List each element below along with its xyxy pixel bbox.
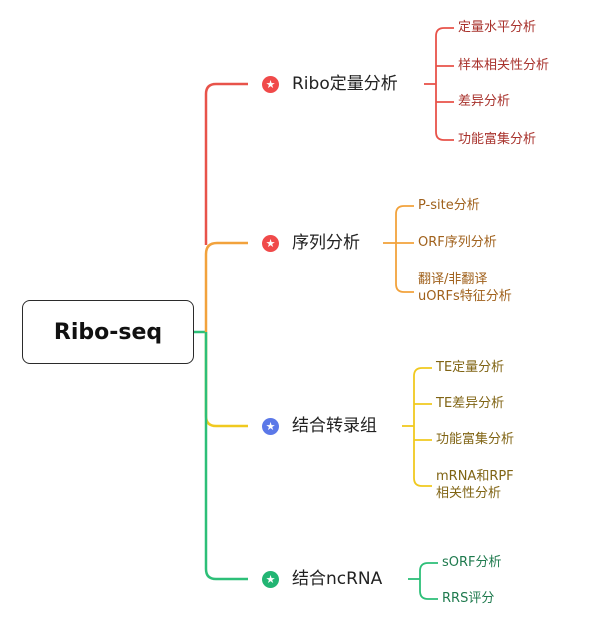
leaf-ncrna-1[interactable]: sORF分析 bbox=[442, 555, 502, 570]
root-label: Ribo-seq bbox=[53, 319, 163, 345]
connector-leaves-sequence bbox=[383, 205, 414, 293]
connector-branch-ribo-quant bbox=[204, 82, 248, 245]
branch-ribo-quant[interactable]: Ribo定量分析 bbox=[292, 74, 398, 94]
leaf-ribo-quant-3[interactable]: 差异分析 bbox=[458, 94, 511, 109]
star-badge-red-icon: ★ bbox=[262, 76, 279, 93]
leaf-ribo-quant-1[interactable]: 定量水平分析 bbox=[458, 20, 537, 35]
branch-sequence[interactable]: 序列分析 bbox=[292, 233, 360, 253]
branch-transcriptome[interactable]: 结合转录组 bbox=[292, 416, 377, 436]
connector-branch-ncrna bbox=[204, 332, 248, 581]
leaf-ncrna-2[interactable]: RRS评分 bbox=[442, 591, 495, 606]
leaf-ribo-quant-2[interactable]: 样本相关性分析 bbox=[458, 58, 550, 73]
leaf-transcriptome-4[interactable]: mRNA和RPF 相关性分析 bbox=[436, 469, 514, 501]
root-node[interactable]: Ribo-seq bbox=[22, 300, 194, 364]
leaf-sequence-1[interactable]: P-site分析 bbox=[418, 198, 480, 213]
leaf-transcriptome-2[interactable]: TE差异分析 bbox=[436, 396, 505, 411]
leaf-sequence-3[interactable]: 翻译/非翻译 uORFs特征分析 bbox=[418, 272, 512, 304]
star-badge-blue-icon: ★ bbox=[262, 418, 279, 435]
leaf-transcriptome-3[interactable]: 功能富集分析 bbox=[436, 432, 515, 447]
connector-leaves-transcriptome bbox=[402, 367, 432, 487]
star-badge-red-icon: ★ bbox=[262, 235, 279, 252]
connector-branch-transcriptome bbox=[204, 332, 248, 428]
leaf-sequence-2[interactable]: ORF序列分析 bbox=[418, 235, 497, 250]
leaf-ribo-quant-4[interactable]: 功能富集分析 bbox=[458, 132, 537, 147]
connector-leaves-ncrna bbox=[408, 562, 438, 600]
branch-ncrna[interactable]: 结合ncRNA bbox=[292, 569, 383, 589]
connector-branch-sequence bbox=[204, 241, 248, 332]
star-badge-green-icon: ★ bbox=[262, 571, 279, 588]
leaf-transcriptome-1[interactable]: TE定量分析 bbox=[436, 360, 505, 375]
connector-leaves-ribo-quant bbox=[424, 27, 454, 141]
